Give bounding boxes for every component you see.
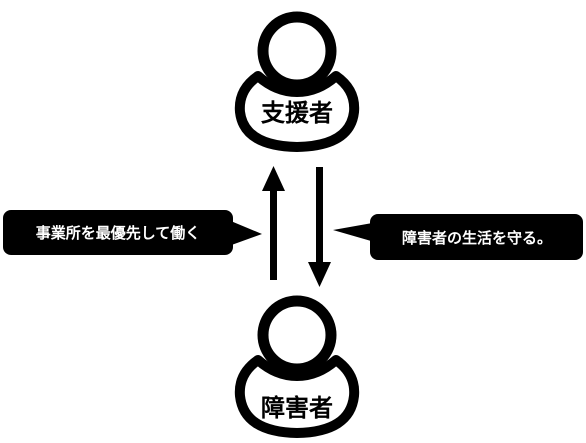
person-head xyxy=(257,11,337,91)
person-head xyxy=(257,295,337,375)
right-callout-box xyxy=(370,214,583,260)
arrow-up-shaft xyxy=(270,186,277,280)
person-supporter: 支援者 xyxy=(234,11,360,152)
left-callout: 事業所を最優先して働く xyxy=(3,210,262,255)
arrow-up-icon xyxy=(262,166,285,280)
person-label-disabled: 障害者 xyxy=(261,394,333,422)
right-callout: 障害者の生活を守る。 xyxy=(333,214,583,260)
person-body xyxy=(234,71,360,152)
right-callout-text: 障害者の生活を守る。 xyxy=(402,229,552,247)
arrow-down-shaft xyxy=(316,167,323,267)
person-icon xyxy=(234,295,360,438)
arrow-up-head xyxy=(262,166,285,191)
arrow-down-icon xyxy=(308,167,331,287)
left-callout-box xyxy=(3,210,233,255)
left-callout-text: 事業所を最優先して働く xyxy=(36,224,201,242)
person-label-supporter: 支援者 xyxy=(261,99,333,127)
left-callout-pointer xyxy=(226,219,262,247)
person-body xyxy=(234,355,360,438)
right-callout-pointer xyxy=(333,222,378,243)
person-icon xyxy=(234,11,360,152)
person-disabled: 障害者 xyxy=(234,295,360,438)
arrow-down-head xyxy=(308,262,331,287)
